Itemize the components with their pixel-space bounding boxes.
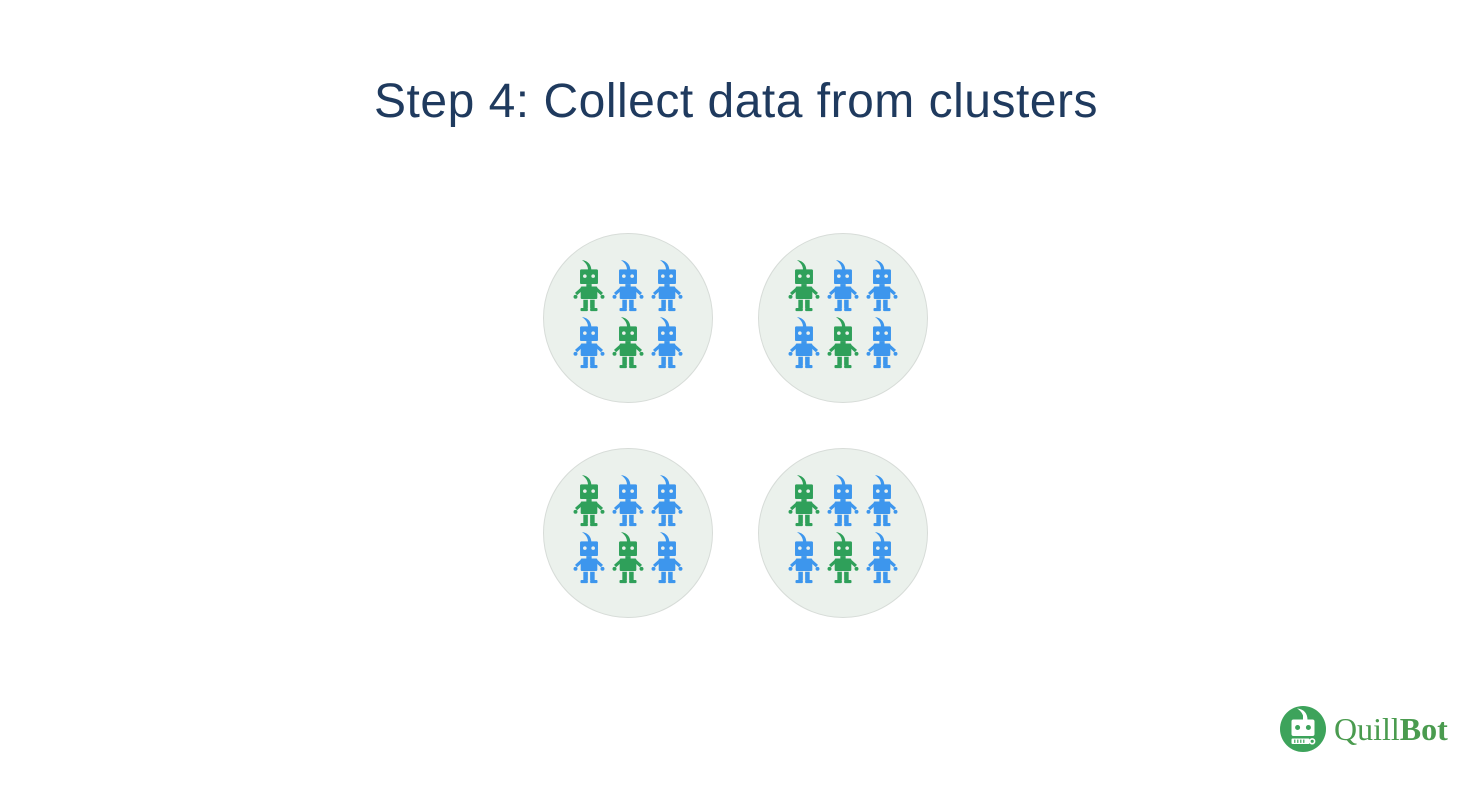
robot-icon [866, 316, 898, 368]
robot-icon [612, 531, 644, 583]
robot-icon [612, 259, 644, 311]
robot-icon [573, 474, 605, 526]
robot-icon [827, 531, 859, 583]
robot-icon [788, 474, 820, 526]
robot-grid [572, 473, 684, 584]
robot-icon [866, 531, 898, 583]
robot-icon [788, 316, 820, 368]
robot-icon [573, 259, 605, 311]
robot-grid [787, 258, 899, 369]
robot-icon [788, 259, 820, 311]
robot-icon [827, 316, 859, 368]
quillbot-wordmark: QuillBot [1334, 705, 1448, 753]
cluster-3 [543, 448, 713, 618]
robot-icon [651, 259, 683, 311]
robot-icon [651, 316, 683, 368]
logo-text-bot: Bot [1399, 711, 1448, 747]
robot-icon [573, 316, 605, 368]
robot-icon [651, 531, 683, 583]
robot-grid [787, 473, 899, 584]
robot-icon [573, 531, 605, 583]
cluster-grid [543, 233, 928, 618]
robot-icon [788, 531, 820, 583]
robot-grid [572, 258, 684, 369]
page-title: Step 4: Collect data from clusters [374, 75, 1098, 128]
robot-icon [651, 474, 683, 526]
robot-icon [612, 474, 644, 526]
robot-icon [866, 474, 898, 526]
robot-icon [612, 316, 644, 368]
quillbot-robot-icon [1280, 706, 1326, 752]
robot-icon [827, 474, 859, 526]
robot-icon [866, 259, 898, 311]
quillbot-logo: QuillBot [1279, 705, 1448, 753]
cluster-4 [758, 448, 928, 618]
cluster-1 [543, 233, 713, 403]
cluster-2 [758, 233, 928, 403]
logo-text-quill: Quill [1334, 711, 1400, 747]
robot-icon [827, 259, 859, 311]
